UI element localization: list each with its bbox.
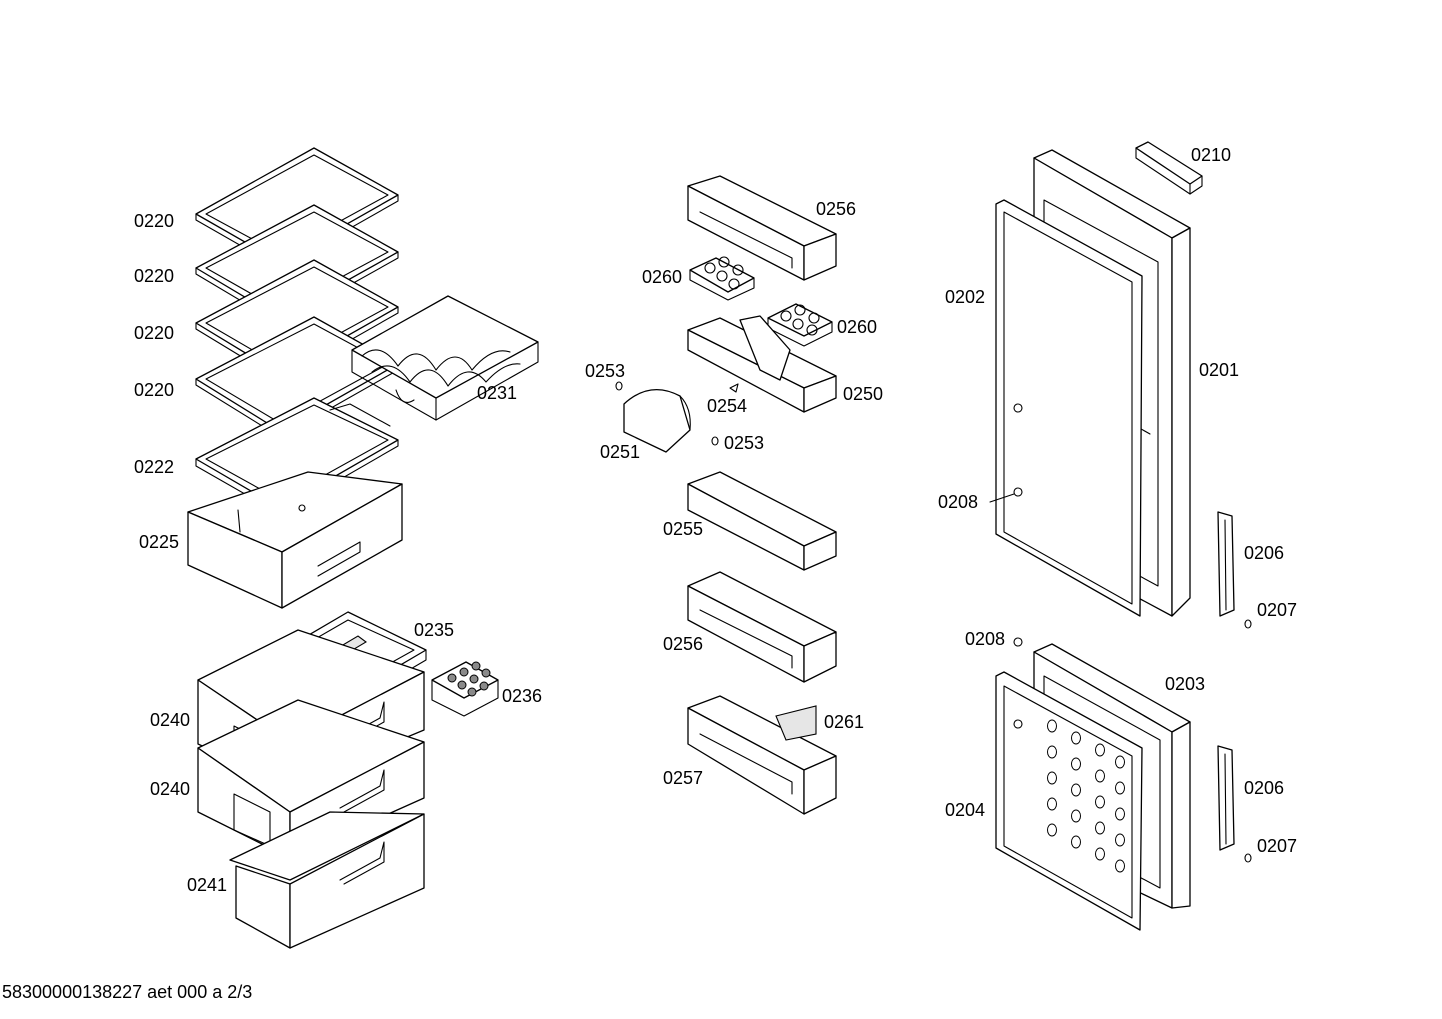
label-hinge-lower: 0208 (965, 629, 1006, 649)
door-bin-top (687, 175, 837, 281)
upper-door-gasket (995, 199, 1143, 617)
door-bin-mid (687, 471, 837, 571)
label-shelf-1: 0220 (134, 211, 175, 231)
butter-lid (623, 389, 691, 453)
label-freezer-drawer-1: 0240 (150, 710, 191, 730)
door-bin-lower (687, 571, 837, 683)
label-pin-a: 0253 (585, 361, 626, 381)
bottle-rack (351, 295, 539, 421)
handle-upper (1217, 511, 1235, 617)
label-handle-cover: 0210 (1191, 145, 1232, 165)
label-shelf-4: 0220 (134, 380, 175, 400)
label-egg-tray-left: 0260 (642, 267, 683, 287)
label-bottle-rack: 0231 (477, 383, 518, 403)
label-upper-door-gasket: 0202 (945, 287, 986, 307)
handle-lower (1217, 745, 1235, 851)
freezer-drawer-3 (229, 811, 425, 949)
label-pin-b: 0253 (724, 433, 765, 453)
label-egg-tray-right: 0260 (837, 317, 878, 337)
pin-b (711, 436, 719, 446)
label-door-bin-lower: 0256 (663, 634, 704, 654)
document-reference: 58300000138227 aet 000 a 2/3 (2, 982, 253, 1002)
label-upper-door: 0201 (1199, 360, 1240, 380)
pin-a (615, 381, 623, 391)
clip (729, 383, 739, 393)
label-clip: 0254 (707, 396, 748, 416)
label-tray-lid: 0235 (414, 620, 455, 640)
label-ice-tray: 0236 (502, 686, 543, 706)
label-butter-bin: 0250 (843, 384, 884, 404)
label-handle-upper: 0206 (1244, 543, 1285, 563)
label-shelf-3: 0220 (134, 323, 175, 343)
ice-tray (431, 661, 499, 717)
label-divider: 0261 (824, 712, 865, 732)
label-hinge-upper: 0208 (938, 492, 979, 512)
butter-bin (687, 315, 837, 413)
lower-door-gasket (995, 671, 1143, 931)
label-shelf-5: 0222 (134, 457, 175, 477)
label-freezer-drawer-2: 0240 (150, 779, 191, 799)
divider (775, 705, 817, 741)
label-shelf-2: 0220 (134, 266, 175, 286)
label-cap-lower: 0207 (1257, 836, 1298, 856)
label-lower-door: 0203 (1165, 674, 1206, 694)
handle-cover (1135, 141, 1203, 195)
cap-upper (1244, 619, 1252, 629)
label-cap-upper: 0207 (1257, 600, 1298, 620)
label-freezer-drawer-3: 0241 (187, 875, 228, 895)
label-door-bin-top: 0256 (816, 199, 857, 219)
hinge-upper (989, 403, 1023, 503)
label-lower-door-gasket: 0204 (945, 800, 986, 820)
crisper-box (187, 471, 403, 609)
cap-lower (1244, 853, 1252, 863)
hinge-lower (1013, 637, 1023, 729)
egg-tray-left (689, 256, 755, 301)
label-handle-lower: 0206 (1244, 778, 1285, 798)
label-crisper-box: 0225 (139, 532, 180, 552)
label-bottle-bin: 0257 (663, 768, 704, 788)
label-door-bin-mid: 0255 (663, 519, 704, 539)
label-butter-lid: 0251 (600, 442, 641, 462)
bottle-bin (687, 695, 837, 815)
